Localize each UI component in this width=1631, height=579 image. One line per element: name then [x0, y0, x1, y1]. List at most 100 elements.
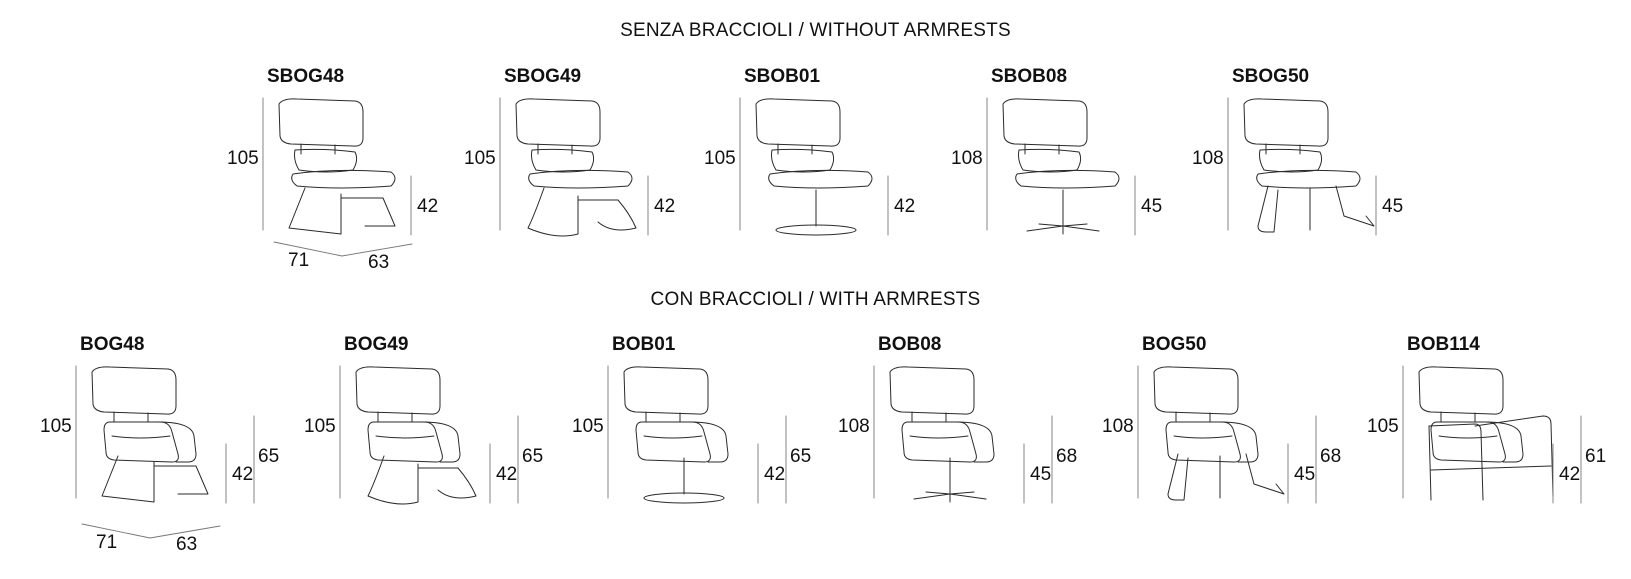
- disc-base: [643, 492, 725, 504]
- seat-height-dimension-sbog49: 42: [654, 196, 676, 217]
- chair-drawing-bob08: [873, 365, 995, 503]
- seat-cushion: [1018, 148, 1082, 173]
- footprint-depth-row1: 71: [288, 250, 310, 271]
- chair-code-sbob08: SBOB08: [991, 66, 1068, 87]
- wire-leg-front: [1257, 185, 1279, 233]
- sled-base: [101, 455, 155, 503]
- chair-code-sbog48: SBOG48: [267, 66, 345, 87]
- star-base: [913, 491, 987, 503]
- seat: [1256, 169, 1361, 189]
- seat-edge: [643, 435, 703, 439]
- seat-shell: [1430, 421, 1506, 463]
- arm-height-dimension-bob114: 61: [1585, 446, 1607, 467]
- height-dimension-sbob08: 108: [951, 148, 983, 169]
- backrest: [355, 366, 441, 415]
- chair-code-bob114: BOB114: [1407, 334, 1480, 355]
- chair-drawing-sbob01: [739, 97, 873, 236]
- seat: [768, 169, 873, 189]
- seat-height-dimension-bob01: 42: [764, 464, 786, 485]
- footprint-depth-row2: 71: [96, 532, 118, 553]
- arm-height-dimension-bog50: 68: [1320, 446, 1342, 467]
- armrest: [421, 421, 461, 463]
- seat-height-dimension-sbob01: 42: [894, 196, 916, 217]
- armrest: [1219, 421, 1259, 463]
- chair-code-sbog50: SBOG50: [1232, 66, 1310, 87]
- chair-drawing-bog50: [1137, 365, 1285, 501]
- chair-code-bob01: BOB01: [612, 334, 676, 355]
- seat-cushion: [1259, 148, 1323, 173]
- section-title-with-armrests: CON BRACCIOLI / WITH ARMRESTS: [650, 289, 981, 310]
- armrest: [955, 421, 995, 463]
- rocking-base-rear: [417, 467, 477, 499]
- seat-cushion: [531, 148, 595, 173]
- sled-base-rear: [340, 197, 396, 227]
- seat-cushion: [771, 148, 835, 173]
- seat-shell: [901, 421, 977, 463]
- seat-shell: [1165, 421, 1241, 463]
- seat: [528, 169, 633, 189]
- disc-base: [775, 224, 857, 236]
- seat-edge: [1438, 435, 1498, 439]
- chair-code-sbob01: SBOB01: [744, 66, 821, 87]
- section-title-without-armrests: SENZA BRACCIOLI / WITHOUT ARMRESTS: [620, 20, 1011, 41]
- height-dimension-bob01: 105: [572, 416, 604, 437]
- arm-height-dimension-bog48: 65: [258, 446, 280, 467]
- wire-leg-rear: [1309, 185, 1375, 231]
- backrest: [1243, 98, 1329, 147]
- backrest: [889, 366, 975, 415]
- sled-base-rear: [153, 465, 209, 495]
- chair-code-bob08: BOB08: [878, 334, 942, 355]
- backrest: [278, 98, 364, 147]
- backrest: [1418, 366, 1504, 415]
- backrest: [1153, 366, 1239, 415]
- seat-height-dimension-bog50: 45: [1294, 464, 1316, 485]
- armrest: [1484, 421, 1524, 463]
- seat-edge: [111, 435, 171, 439]
- seat-cushion: [294, 148, 358, 173]
- seat-height-dimension-sbog48: 42: [417, 196, 439, 217]
- seat-edge: [1173, 435, 1233, 439]
- height-dimension-sbog50: 108: [1192, 148, 1224, 169]
- frame-rear: [1430, 415, 1554, 497]
- seat-shell: [103, 421, 179, 463]
- height-dimension-bog48: 105: [40, 416, 72, 437]
- chair-drawing-sbog50: [1227, 97, 1375, 233]
- chair-drawing-bog49: [339, 365, 477, 505]
- height-dimension-sbog49: 105: [464, 148, 496, 169]
- seat: [291, 169, 396, 189]
- arm-height-dimension-bob01: 65: [790, 446, 812, 467]
- rocking-base: [527, 187, 579, 237]
- seat-height-dimension-bog49: 42: [496, 464, 518, 485]
- footprint-dimension-line: [81, 523, 221, 539]
- rocking-base-rear: [577, 199, 637, 231]
- seat-height-dimension-bog48: 42: [232, 464, 254, 485]
- height-dimension-bog50: 108: [1102, 416, 1134, 437]
- footprint-width-row2: 63: [176, 534, 198, 555]
- chair-code-bog48: BOG48: [80, 334, 145, 355]
- star-base: [1026, 223, 1100, 235]
- sled-base: [288, 187, 342, 235]
- chair-drawing-sbog49: [499, 97, 637, 237]
- arm-height-dimension-bog49: 65: [522, 446, 544, 467]
- height-dimension-bob08: 108: [838, 416, 870, 437]
- chair-drawing-bob114: [1402, 365, 1554, 501]
- height-dimension-bob114: 105: [1367, 416, 1399, 437]
- seat-height-dimension-bob114: 42: [1559, 464, 1581, 485]
- seat-shell: [635, 421, 711, 463]
- chair-code-sbog49: SBOG49: [504, 66, 582, 87]
- seat-height-dimension-sbob08: 45: [1141, 196, 1163, 217]
- wire-leg-rear: [1219, 453, 1285, 499]
- height-dimension-sbog48: 105: [227, 148, 259, 169]
- rocking-base: [367, 455, 419, 505]
- chair-drawing-sbog48: [262, 97, 396, 235]
- seat-edge: [909, 435, 969, 439]
- chair-drawing-bob01: [607, 365, 729, 504]
- seat-height-dimension-sbog50: 45: [1382, 196, 1404, 217]
- chair-drawing-bog48: [75, 365, 209, 503]
- height-dimension-bog49: 105: [304, 416, 336, 437]
- seat-height-dimension-bob08: 45: [1030, 464, 1052, 485]
- seat-shell: [367, 421, 443, 463]
- footprint-dimension-line: [273, 241, 413, 257]
- backrest: [515, 98, 601, 147]
- chair-code-bog50: BOG50: [1142, 334, 1207, 355]
